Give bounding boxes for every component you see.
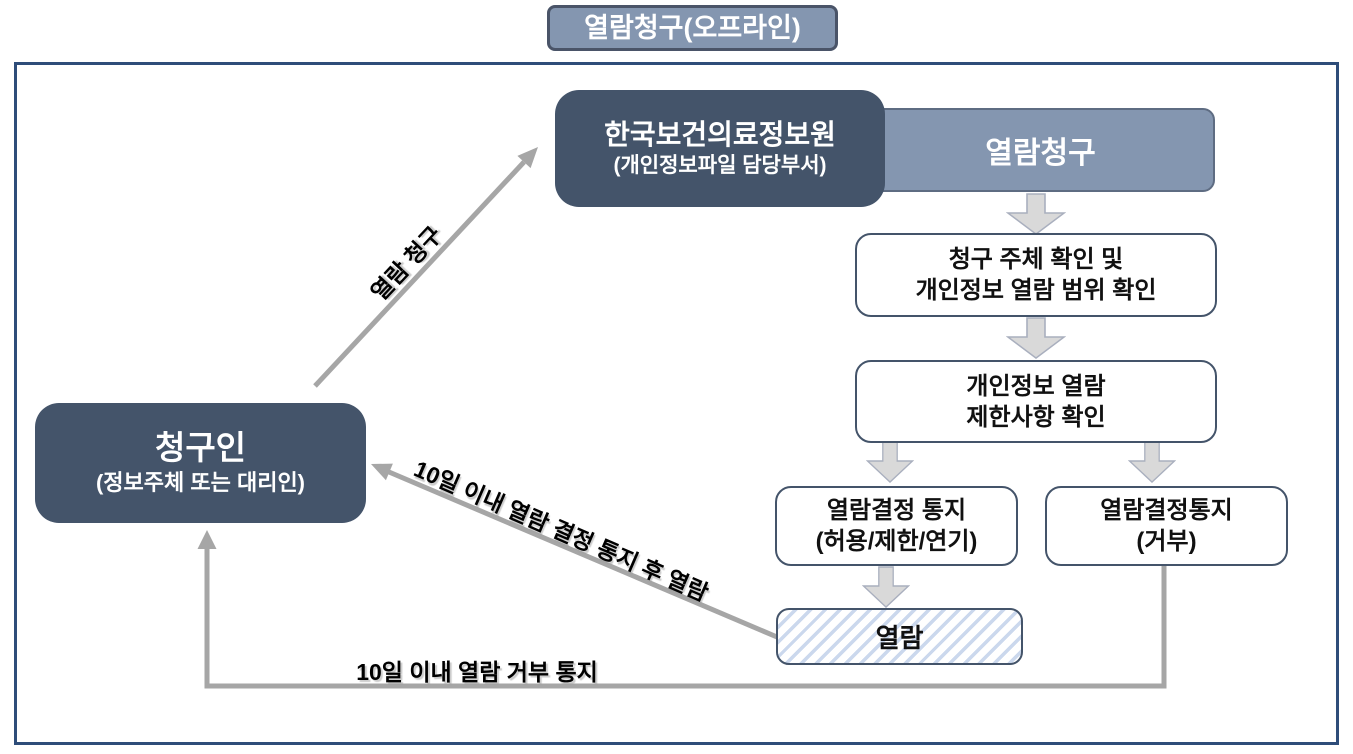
node-verify-requester-scope: 청구 주체 확인 및 개인정보 열람 범위 확인 bbox=[855, 233, 1217, 317]
verify-scope-line1: 청구 주체 확인 및 bbox=[948, 246, 1124, 273]
org-name: 한국보건의료정보원 bbox=[604, 118, 836, 150]
decision-notice-line1: 열람결정 통지 bbox=[826, 497, 967, 524]
org-subtitle: (개인정보파일 담당부서) bbox=[613, 153, 827, 177]
diagram-frame bbox=[14, 62, 1339, 745]
view-label: 열람 bbox=[875, 623, 924, 653]
node-view-request: 열람청구 bbox=[866, 108, 1215, 192]
down-arrow-icon bbox=[1128, 441, 1176, 483]
down-arrow-icon bbox=[1006, 193, 1066, 235]
applicant-subtitle: (정보주체 또는 대리인) bbox=[95, 470, 306, 495]
verify-scope-line2: 개인정보 열람 범위 확인 bbox=[915, 277, 1157, 304]
node-health-info-org: 한국보건의료정보원 (개인정보파일 담당부서) bbox=[555, 90, 885, 207]
node-decision-notice-allow: 열람결정 통지 (허용/제한/연기) bbox=[775, 486, 1018, 566]
diagram-title: 열람청구(오프라인) bbox=[547, 5, 838, 51]
denial-notice-line1: 열람결정통지 bbox=[1100, 497, 1233, 524]
check-restrictions-line1: 개인정보 열람 bbox=[966, 372, 1106, 400]
edge-label-denial-notice: 10일 이내 열람 거부 통지 bbox=[356, 659, 598, 685]
node-check-restrictions: 개인정보 열람 제한사항 확인 bbox=[855, 360, 1217, 443]
node-applicant: 청구인 (정보주체 또는 대리인) bbox=[35, 403, 366, 523]
view-request-label: 열람청구 bbox=[985, 137, 1096, 170]
node-decision-notice-deny: 열람결정통지 (거부) bbox=[1045, 486, 1288, 566]
decision-notice-line2: (허용/제한/연기) bbox=[815, 528, 978, 555]
down-arrow-icon bbox=[862, 566, 910, 608]
check-restrictions-line2: 제한사항 확인 bbox=[966, 403, 1106, 431]
down-arrow-icon bbox=[1006, 317, 1066, 359]
applicant-name: 청구인 bbox=[154, 429, 247, 466]
down-arrow-icon bbox=[866, 441, 914, 483]
node-view: 열람 bbox=[776, 608, 1023, 665]
denial-notice-line2: (거부) bbox=[1136, 528, 1197, 555]
